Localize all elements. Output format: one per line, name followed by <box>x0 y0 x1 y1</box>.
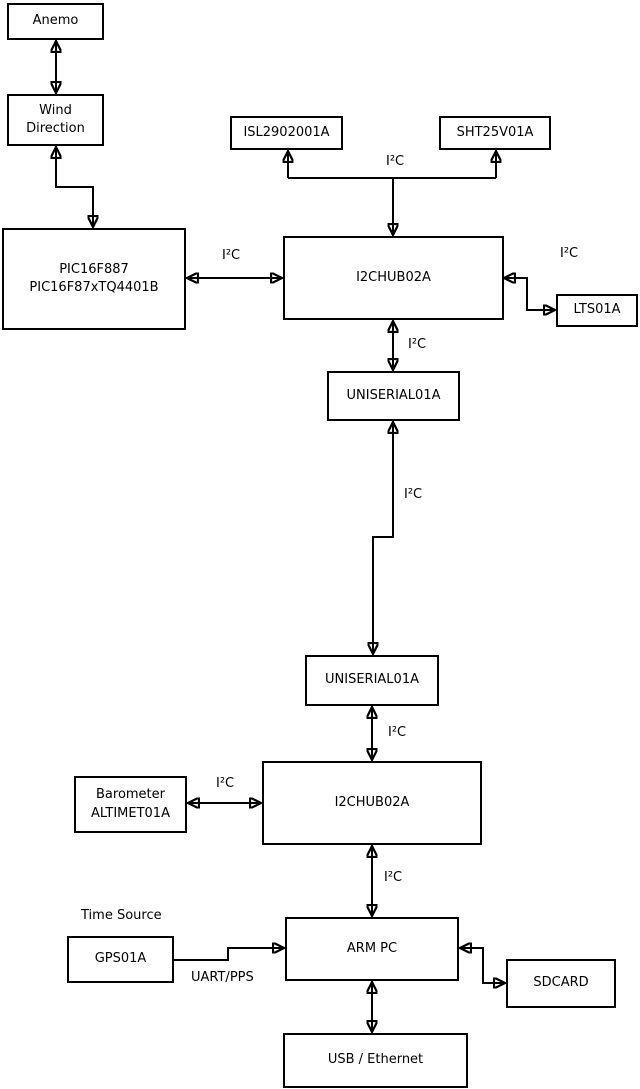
node-uniserial-bottom: UNISERIAL01A <box>305 655 439 706</box>
edge-label-i2c-barometer: I²C <box>216 776 235 791</box>
edge-label-i2c-lts: I²C <box>560 246 579 261</box>
node-wind-direction: Wind Direction <box>7 94 104 146</box>
node-anemo: Anemo <box>7 3 104 40</box>
node-pic: PIC16F887 PIC16F87xTQ4401B <box>2 228 186 330</box>
node-armpc-label: ARM PC <box>346 940 398 956</box>
node-uniserial-bottom-label: UNISERIAL01A <box>325 672 419 688</box>
node-lts-label: LTS01A <box>573 302 621 318</box>
edge-label-i2c-pic-hub: I²C <box>222 248 241 263</box>
node-sdcard-label: SDCARD <box>533 975 589 991</box>
node-usb-label: USB / Ethernet <box>327 1052 424 1068</box>
node-hub-bottom-label: I2CHUB02A <box>334 794 410 810</box>
node-barometer: Barometer ALTIMET01A <box>74 776 187 833</box>
node-wind-direction-line1: Wind <box>39 102 72 118</box>
node-isl-label: ISL2902001A <box>243 124 330 140</box>
node-barometer-line2: ALTIMET01A <box>91 805 170 821</box>
node-isl: ISL2902001A <box>230 116 343 150</box>
node-sht-label: SHT25V01A <box>456 124 534 140</box>
node-sht: SHT25V01A <box>439 116 551 150</box>
edge-label-i2c-uniserial-link: I²C <box>404 487 423 502</box>
edge-wind-direction-pic <box>56 147 93 227</box>
edge-gps-armpc <box>174 948 284 961</box>
edge-label-i2c-tee: I²C <box>386 154 405 169</box>
edge-label-i2c-uniserial-hub: I²C <box>388 725 407 740</box>
node-barometer-line1: Barometer <box>96 787 165 803</box>
node-anemo-label: Anemo <box>32 13 79 29</box>
edge-label-i2c-hub-uniserial: I²C <box>408 337 427 352</box>
node-pic-line2: PIC16F87xTQ4401B <box>29 280 159 295</box>
node-lts: LTS01A <box>556 294 638 327</box>
edge-armpc-sdcard <box>460 948 505 983</box>
node-gps: GPS01A <box>67 936 174 983</box>
edge-hub-top-lts <box>504 278 555 310</box>
node-sdcard: SDCARD <box>506 959 616 1008</box>
edge-uniserial-top-uniserial-bottom <box>373 422 393 654</box>
node-hub-top: I2CHUB02A <box>283 236 504 320</box>
node-wind-direction-line2: Direction <box>26 121 85 136</box>
node-gps-label: GPS01A <box>94 951 147 967</box>
annotation-time-source: Time Source <box>81 908 162 923</box>
edge-label-uart-pps: UART/PPS <box>191 970 254 985</box>
edge-label-i2c-armpc: I²C <box>384 870 403 885</box>
node-uniserial-top-label: UNISERIAL01A <box>346 387 441 403</box>
node-armpc: ARM PC <box>285 917 459 981</box>
node-pic-line1: PIC16F887 <box>59 261 129 277</box>
node-uniserial-top: UNISERIAL01A <box>327 371 460 421</box>
node-hub-top-label: I2CHUB02A <box>356 269 431 285</box>
node-hub-bottom: I2CHUB02A <box>262 761 482 845</box>
node-usb: USB / Ethernet <box>283 1033 468 1088</box>
